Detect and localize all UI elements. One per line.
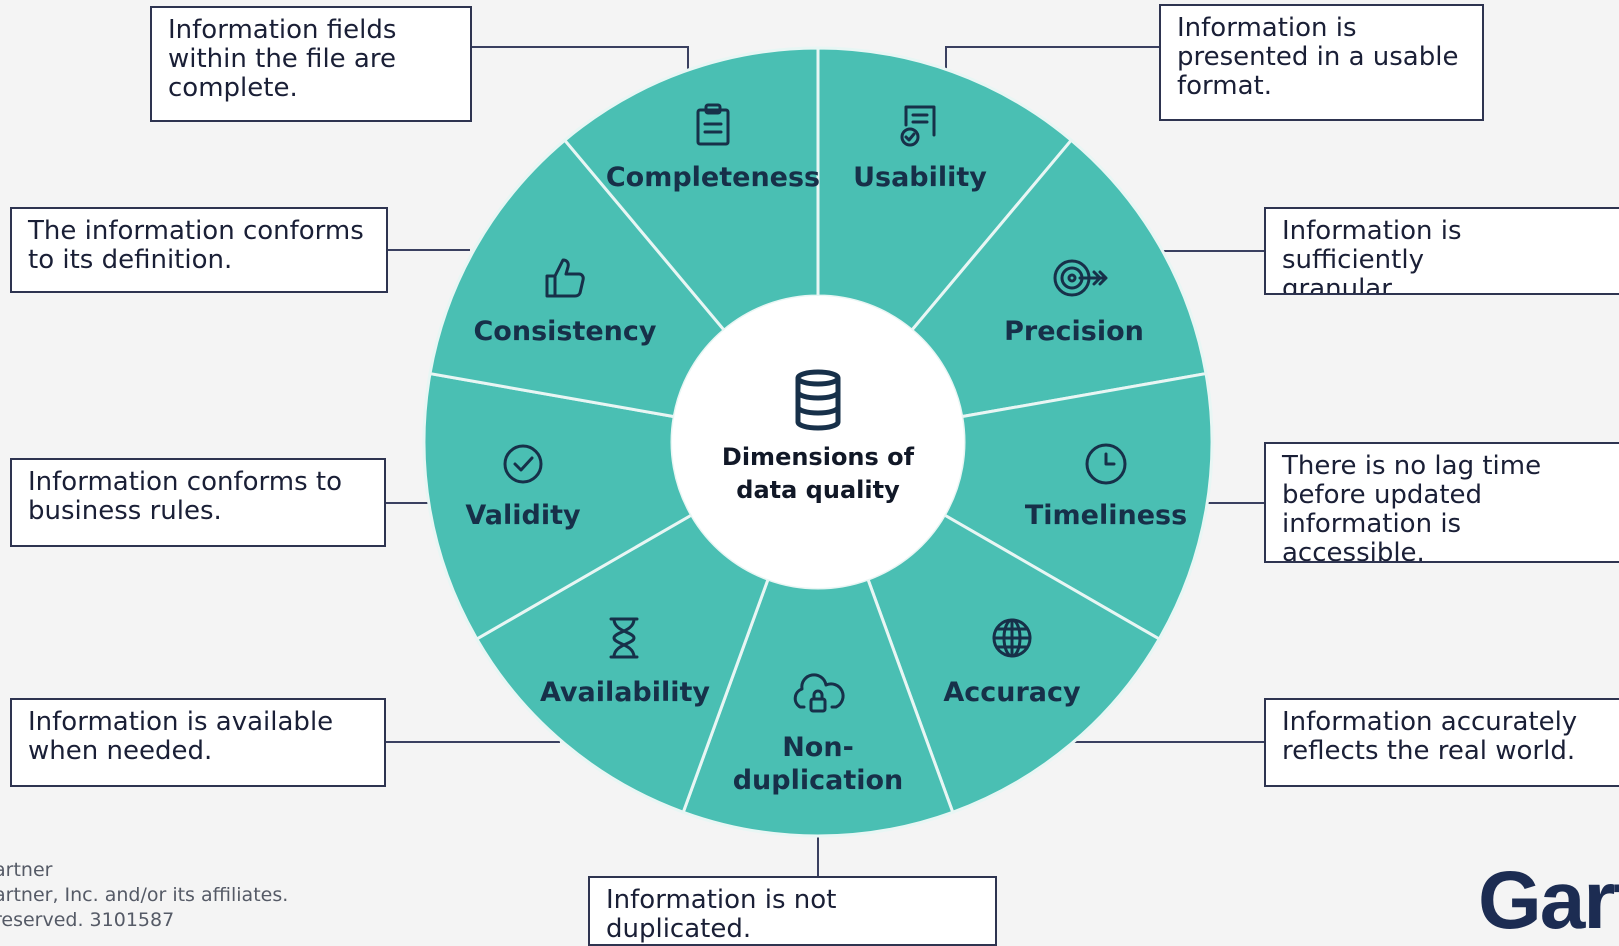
database-icon — [795, 369, 841, 431]
segment-label-precision: Precision — [1004, 316, 1144, 347]
center-title-line-2: data quality — [736, 476, 900, 504]
segment-label-timeliness: Timeliness — [1025, 500, 1187, 531]
usability-description: Information is presented in a usable for… — [1159, 4, 1484, 121]
gartner-logo: Gartn — [1478, 855, 1619, 946]
document-check-icon — [900, 105, 936, 147]
segment-label-usability: Usability — [853, 162, 987, 193]
center-title-line-1: Dimensions of — [722, 443, 915, 471]
thumbs-up-icon — [545, 258, 585, 298]
target-icon — [1053, 259, 1108, 297]
segment-label-validity: Validity — [465, 500, 581, 531]
connector-lines — [386, 46, 1264, 876]
wheel-segments — [422, 46, 1214, 838]
connector-line — [471, 46, 689, 70]
footer-line-2: artner, Inc. and/or its affiliates. — [0, 884, 289, 906]
globe-icon — [992, 618, 1032, 658]
timeliness-description: There is no lag time before updated info… — [1264, 442, 1619, 563]
hourglass-icon — [609, 617, 639, 659]
completeness-description: Information fields within the file are c… — [150, 6, 472, 122]
clipboard-icon — [696, 103, 730, 146]
availability-description: Information is available when needed. — [10, 698, 386, 787]
accuracy-description: Information accurately reflects the real… — [1264, 698, 1619, 787]
check-circle-icon — [503, 444, 543, 484]
segment-label-completeness: Completeness — [606, 162, 820, 193]
center-hub — [672, 296, 964, 588]
validity-description: Information conforms to business rules. — [10, 458, 386, 547]
non-duplication-description: Information is not duplicated. — [588, 876, 997, 946]
segment-labels: Completeness UsabilityPrecisionTimeliness… — [465, 103, 1187, 796]
segment-label-consistency: Consistency — [473, 316, 656, 347]
connector-line — [945, 46, 1159, 70]
footer-line-1: artner — [0, 859, 53, 881]
precision-description: Information is sufficiently granular. — [1264, 207, 1619, 295]
segment-label-non-duplication: Non-duplication — [733, 732, 904, 796]
footer-line-3: reserved. 3101587 — [0, 909, 175, 931]
copyright-footer: artner artner, Inc. and/or its affiliate… — [0, 858, 288, 933]
consistency-description: The information conforms to its definiti… — [10, 207, 388, 293]
segment-label-accuracy: Accuracy — [943, 677, 1081, 708]
segment-label-availability: Availability — [540, 677, 710, 708]
cloud-lock-icon — [793, 673, 845, 713]
clock-icon — [1085, 443, 1127, 485]
